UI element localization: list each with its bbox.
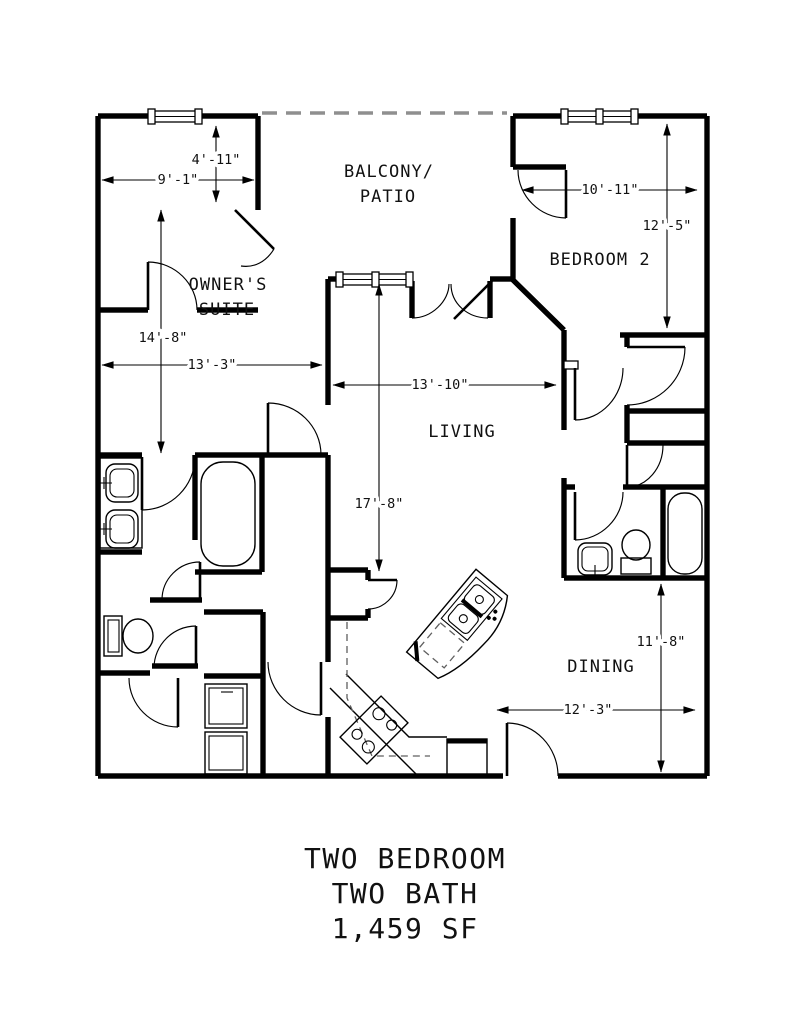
washer-dryer [204, 683, 248, 775]
plan-title-line3: 1,459 SF [332, 912, 479, 945]
walls-path [95, 113, 710, 779]
door-arc-kitchen-hall [267, 661, 322, 716]
room-label-living: LIVING [428, 422, 495, 442]
door-arc-suite-hall [267, 402, 322, 456]
title-block: TWO BEDROOM TWO BATH 1,459 SF [304, 842, 506, 945]
toilet-owners [103, 615, 154, 657]
door-arc-walkin-closet [128, 677, 179, 728]
room-label-owners-suite-line2: SUITE [199, 300, 255, 320]
room-label-owners-suite-line1: OWNER'S [189, 275, 268, 295]
room-label-balcony-line1: BALCONY/ [344, 162, 434, 182]
bathtub-bath2 [667, 492, 703, 575]
door-arc-bath1 [141, 456, 196, 511]
dim-nook-width: 9'-1" [158, 172, 199, 188]
dim-living-depth: 17'-8" [355, 496, 404, 512]
dim-suite-width: 13'-3" [188, 357, 237, 373]
window-bedroom2 [560, 108, 639, 125]
room-label-dining: DINING [567, 657, 634, 677]
door-jamb-block [563, 360, 579, 370]
door-arc-entry [506, 722, 559, 777]
door-arc-french-left [411, 283, 450, 319]
window-nook [147, 108, 203, 125]
refrigerator [446, 738, 488, 776]
plan-title-line1: TWO BEDROOM [304, 842, 506, 875]
dim-dining-width: 12'-3" [564, 702, 613, 718]
door-arc-bedroom2-entry [574, 367, 624, 421]
dim-nook-depth: 4'-11" [192, 152, 241, 168]
bathtub-owners [200, 461, 256, 567]
vanity-double-sink [98, 457, 143, 549]
island-dishwasher-dashed [418, 621, 466, 669]
dim-bedroom2-depth: 12'-5" [643, 218, 692, 234]
door-arc-linen [161, 561, 201, 601]
island-edge-accent [413, 641, 420, 662]
door-arc-closet-right-bottom [626, 444, 664, 488]
plan-title-line2: TWO BATH [332, 877, 479, 910]
sink-bath2 [577, 542, 613, 576]
door-leaf-bedroom2-balcony-angled [453, 280, 493, 320]
door-arc-suite-balcony [240, 248, 275, 267]
door-arc-toilet-room [153, 625, 197, 669]
kitchen-counter [329, 622, 488, 777]
kitchen-island [405, 568, 509, 680]
walls-group [95, 113, 710, 779]
door-leaf-suite-balcony [234, 209, 275, 250]
door-arc-bedroom2-patio [517, 169, 567, 219]
fixtures-group [98, 457, 703, 777]
dimensions-group: 4'-11" 9'-1" 10'-11" 12'-5" 14'-8" 13'-3… [101, 123, 698, 773]
cooktop [339, 695, 409, 765]
dim-dining-depth: 11'-8" [637, 634, 686, 650]
room-label-bedroom2: BEDROOM 2 [549, 250, 650, 270]
toilet-bath2 [620, 529, 652, 575]
dim-bedroom2-width: 10'-11" [582, 182, 639, 198]
window-living [335, 271, 414, 288]
door-arc-closet-right-top [626, 346, 686, 406]
room-labels-group: BALCONY/ PATIO OWNER'S SUITE BEDROOM 2 L… [189, 162, 650, 677]
walls-inner [98, 116, 707, 776]
island-double-sink [440, 576, 503, 642]
door-arc-bath2 [574, 491, 624, 541]
door-arc-pantry [367, 579, 398, 610]
room-label-balcony-line2: PATIO [360, 187, 416, 207]
door-arc-french-right [450, 283, 489, 319]
doors-group [128, 169, 686, 777]
windows-group [147, 108, 639, 288]
door-arc-nook [147, 261, 198, 311]
dim-suite-depth: 14'-8" [139, 330, 188, 346]
dim-living-width: 13'-10" [412, 377, 469, 393]
